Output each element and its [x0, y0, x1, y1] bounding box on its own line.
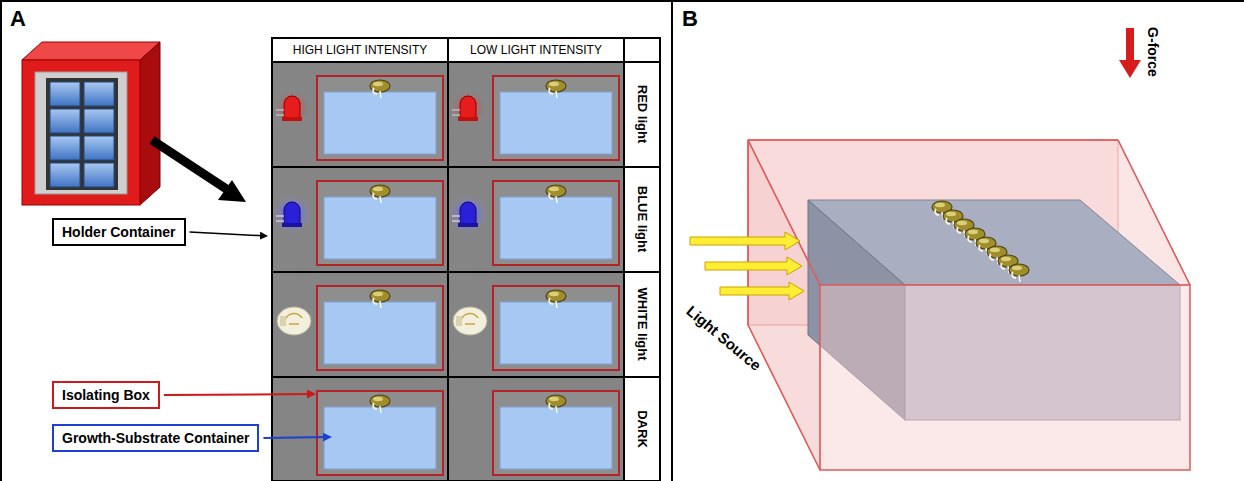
node-text: HIGH LIGHT INTENSITY — [293, 43, 427, 57]
leader-line — [190, 232, 266, 236]
panel-letter: B — [682, 6, 698, 32]
column-header: LOW LIGHT INTENSITY — [448, 38, 624, 62]
leader-line — [263, 437, 330, 438]
row-label: RED light — [635, 85, 650, 144]
row-label: BLUE light — [635, 186, 650, 252]
node-text: Isolating Box — [62, 387, 150, 403]
panel-letter: A — [10, 6, 26, 32]
node-text: Growth-Substrate Container — [62, 430, 249, 446]
callout-box: Growth-Substrate Container — [52, 424, 259, 452]
leader-line — [164, 394, 314, 395]
callout-box: Holder Container — [52, 218, 186, 246]
node-text: LOW LIGHT INTENSITY — [470, 43, 602, 57]
row-label: DARK — [635, 410, 650, 448]
node-text: Holder Container — [62, 224, 176, 240]
force-label: G-force — [1145, 27, 1161, 77]
callout-box: Isolating Box — [52, 381, 160, 409]
row-label: WHITE light — [635, 288, 650, 361]
column-header: HIGH LIGHT INTENSITY — [272, 38, 448, 62]
